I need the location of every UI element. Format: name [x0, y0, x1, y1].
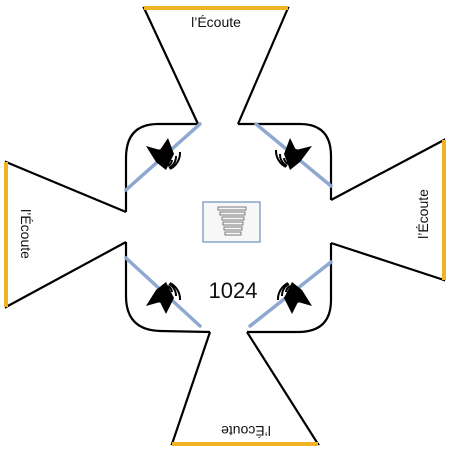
sound-wave-bottom-left-icon: [167, 282, 181, 301]
funnel-top: l’Écoute: [142, 6, 290, 125]
box-corner-bottom-left: [124, 242, 211, 334]
speaker-top-right-cone: [288, 149, 302, 163]
funnel-left: l’Écoute: [4, 160, 127, 309]
speaker-top-left-cone: [155, 149, 169, 163]
center-number: 1024: [209, 278, 258, 303]
funnel-bottom: l’Écoute: [170, 331, 320, 446]
speaker-bottom-left: [146, 282, 181, 314]
funnel-left-label: l’Écoute: [18, 209, 34, 259]
speaker-top-right: [275, 138, 312, 170]
box-corner-bottom-right: [247, 243, 333, 334]
sound-wave-top-left-icon: [167, 151, 181, 170]
speaker-bottom-right: [277, 282, 312, 314]
funnel-bottom-label: l’Écoute: [221, 423, 271, 439]
speaker-bottom-left-cone: [155, 289, 169, 303]
sound-wave-top-right-icon: [275, 149, 289, 168]
box-corner-top-left: [124, 122, 198, 212]
speaker-bottom-right-cone: [289, 289, 303, 303]
sound-wave-bottom-right-icon: [277, 282, 291, 301]
inset-image: [202, 201, 261, 243]
funnel-right-label: l’Écoute: [415, 189, 431, 239]
speaker-top-left: [146, 138, 181, 170]
funnel-right: l’Écoute: [330, 138, 446, 282]
funnel-top-label: l’Écoute: [191, 14, 241, 30]
box-corner-top-right: [238, 122, 333, 200]
inset-bars: [217, 206, 247, 236]
central-box: [124, 122, 333, 334]
